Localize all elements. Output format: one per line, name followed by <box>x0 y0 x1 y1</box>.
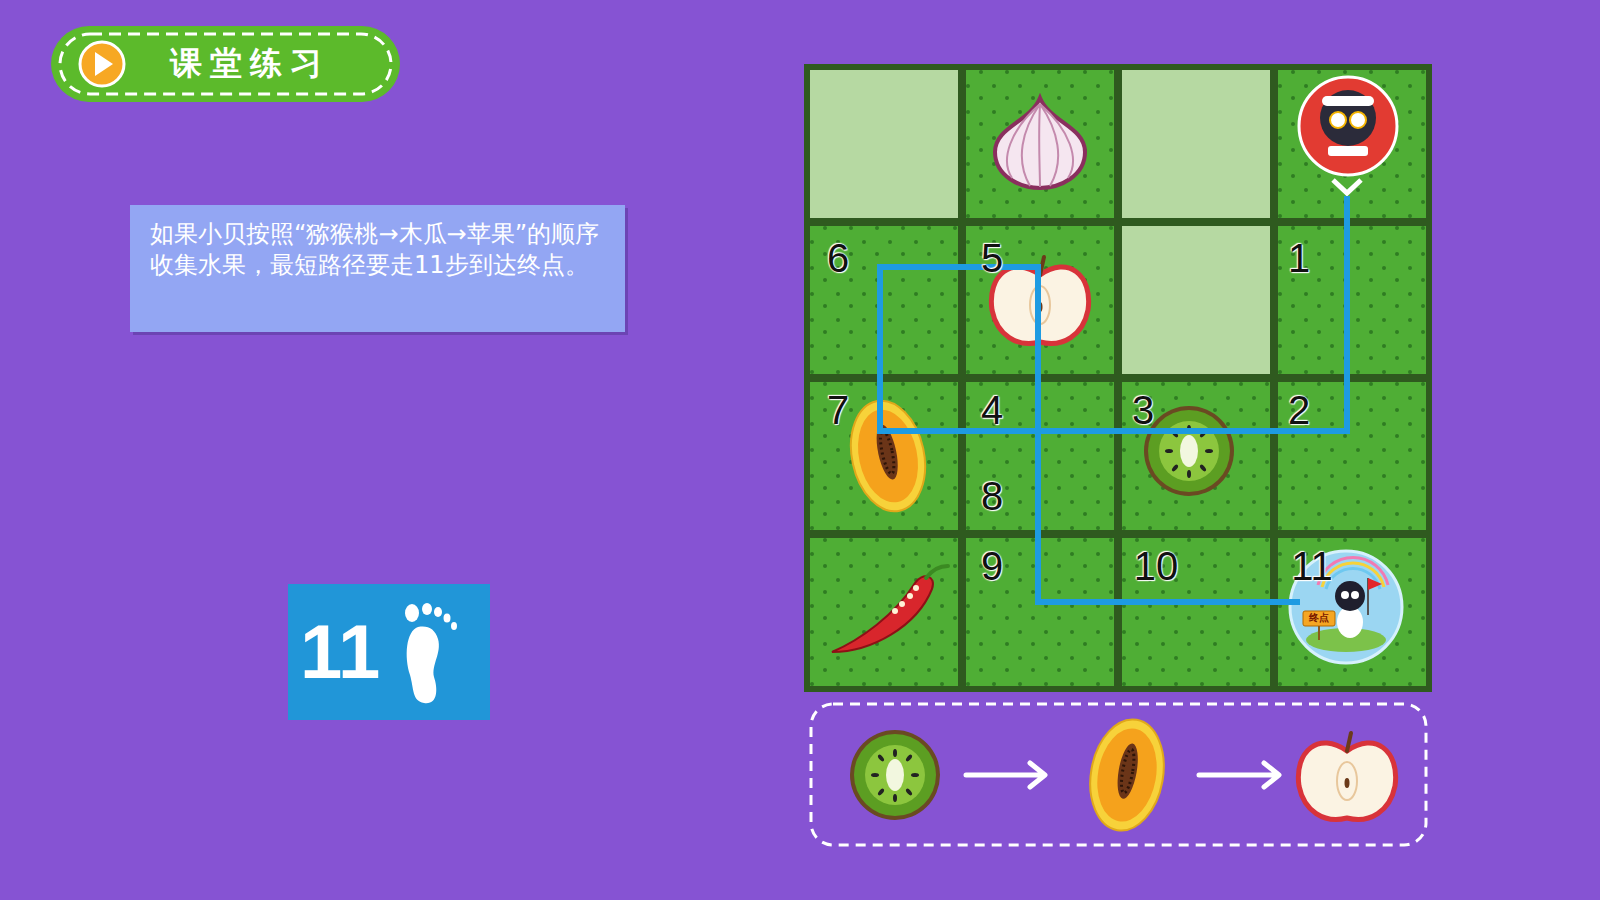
grass-cell <box>1122 538 1270 686</box>
foot-icon <box>398 597 462 707</box>
onion-lines <box>1007 104 1073 187</box>
sign-post <box>1318 626 1320 640</box>
empty-cell <box>810 70 958 218</box>
step-number: 3 <box>1132 388 1154 433</box>
papaya-icon <box>1082 714 1172 837</box>
mascot-eye <box>1350 112 1366 128</box>
mascot-head <box>1335 581 1365 611</box>
finish-sign <box>1303 611 1335 626</box>
logo-band <box>1328 146 1368 156</box>
step-number: 5 <box>981 236 1003 281</box>
mascot-cap <box>1322 96 1374 106</box>
heading-title: 课堂练习 <box>170 42 330 86</box>
empty-cell <box>1122 226 1270 374</box>
play-triangle <box>95 52 113 76</box>
foot-sole <box>407 627 439 704</box>
mascot-head <box>1320 90 1376 146</box>
start-marker <box>1299 77 1397 193</box>
mascot-eye <box>1330 112 1346 128</box>
step-number: 2 <box>1288 388 1310 433</box>
heading-pill <box>51 26 400 102</box>
foot-toe <box>444 614 451 623</box>
grid-frame <box>804 64 1432 692</box>
step-number: 1 <box>1288 236 1310 281</box>
question-text: 如果小贝按照“猕猴桃→木瓜→苹果”的顺序收集水果，最短路径要走11步到达终点。 <box>150 219 605 281</box>
order-frame <box>811 704 1426 845</box>
kiwi-icon <box>1144 406 1234 496</box>
chili-icon <box>832 566 948 652</box>
kiwi-icon <box>850 730 940 820</box>
empty-cell <box>1122 70 1270 218</box>
flag <box>1368 578 1382 590</box>
step-number: 8 <box>981 474 1003 519</box>
start-chevron <box>1333 180 1361 193</box>
step-number: 6 <box>827 236 849 281</box>
step-number: 11 <box>1291 544 1333 589</box>
step-number: 4 <box>981 388 1003 433</box>
step-count: 11 <box>288 584 490 720</box>
foot-toe <box>451 622 457 630</box>
grass-cell <box>810 226 958 374</box>
step-number: 9 <box>981 544 1003 589</box>
grass-cell <box>966 70 1114 218</box>
foot-toe <box>405 604 419 622</box>
foot-toe <box>422 603 432 615</box>
finish-sign-text: 终点 <box>1309 611 1329 625</box>
grass-cell <box>1278 382 1426 530</box>
mascot-eye <box>1341 591 1349 599</box>
grass-cell <box>810 382 958 530</box>
grass-cell <box>1278 226 1426 374</box>
onion-icon <box>995 98 1085 188</box>
mascot-eye <box>1351 591 1359 599</box>
play-icon <box>80 42 124 86</box>
grass-cell <box>1122 382 1270 530</box>
start-badge <box>1299 77 1397 175</box>
chili-seed <box>899 601 905 607</box>
chili-seed <box>907 593 913 599</box>
heading-dash <box>60 34 391 94</box>
foot-toe <box>434 607 442 617</box>
order-arrow <box>1199 763 1279 787</box>
grass-cell <box>1278 70 1426 218</box>
apple-icon <box>1298 733 1395 819</box>
grass-cell <box>810 538 958 686</box>
route-line <box>880 196 1347 602</box>
question-box: 如果小贝按照“猕猴桃→木瓜→苹果”的顺序收集水果，最短路径要走11步到达终点。 <box>130 205 625 332</box>
grass-cell <box>1278 538 1426 686</box>
chili-seed <box>892 608 898 614</box>
step-number: 7 <box>827 388 849 433</box>
chili-stem <box>926 566 948 578</box>
order-arrow <box>966 763 1045 787</box>
step-count-box: 11 <box>288 584 490 720</box>
step-number: 10 <box>1134 544 1179 589</box>
chili-seed <box>913 585 919 591</box>
onion-bulb <box>995 98 1085 188</box>
papaya-icon <box>841 394 935 519</box>
chili-body <box>832 576 933 652</box>
